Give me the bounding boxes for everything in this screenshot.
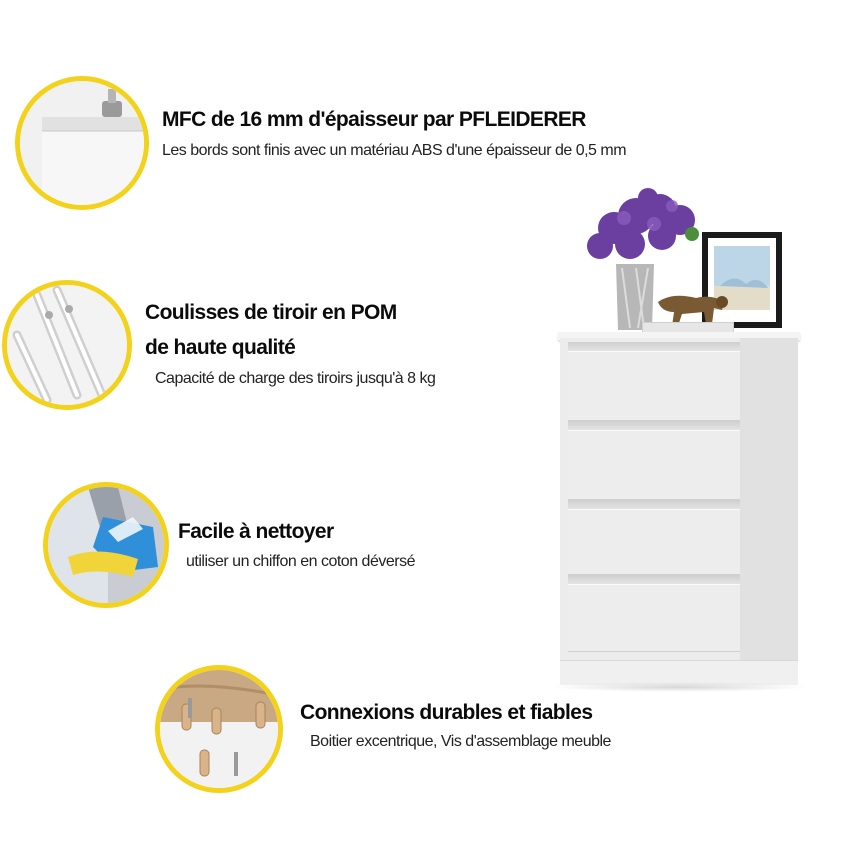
feature-4-title: Connexions durables et fiables — [300, 701, 593, 724]
tiger-figurine-icon — [658, 295, 728, 326]
drawer-2 — [568, 430, 740, 500]
feature-4-description: Boitier excentrique, Vis d'assemblage me… — [310, 733, 611, 750]
feature-2-title-line-2: de haute qualité — [145, 336, 296, 359]
drawer-4 — [568, 584, 740, 652]
dresser-side — [740, 338, 798, 684]
dresser-product — [540, 188, 810, 708]
feature-4-circle — [155, 665, 283, 793]
feature-1-description: Les bords sont finis avec un matériau AB… — [162, 142, 627, 159]
drawer-gap-3 — [568, 500, 740, 509]
feature-3-circle — [43, 482, 169, 608]
drawer-slide-icon — [7, 285, 127, 405]
drawer-gap-2 — [568, 421, 740, 430]
feature-3-description: utiliser un chiffon en coton déversé — [186, 553, 415, 570]
feature-2-circle — [2, 280, 132, 410]
wooden-dowel-icon — [160, 670, 278, 788]
dresser-top — [558, 332, 800, 340]
drawer-3 — [568, 509, 740, 575]
flower-vase-icon — [587, 188, 699, 330]
feature-3-title: Facile à nettoyer — [178, 520, 334, 543]
feature-1-title: MFC de 16 mm d'épaisseur par PFLEIDERER — [162, 108, 586, 131]
feature-1-circle — [15, 76, 149, 210]
feature-2-title: Coulisses de tiroir en POM — [145, 301, 397, 324]
drawer-gap-4 — [568, 575, 740, 584]
dresser-shadow — [550, 682, 808, 692]
board-edge-icon — [20, 81, 144, 205]
drawer-1 — [568, 351, 740, 421]
cleaning-glove-icon — [48, 487, 164, 603]
drawer-gap-1 — [568, 342, 740, 351]
dresser-plinth — [560, 660, 798, 685]
feature-2-description: Capacité de charge des tiroirs jusqu'à 8… — [155, 370, 436, 387]
